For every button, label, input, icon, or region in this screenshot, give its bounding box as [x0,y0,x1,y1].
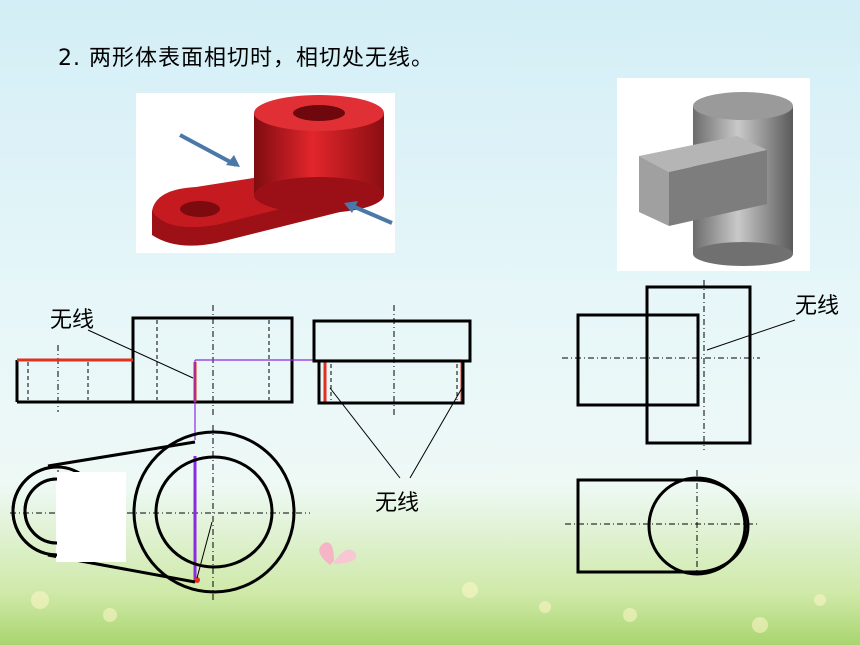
label-no-line-middle: 无线 [375,491,420,516]
projection-lines [193,359,462,582]
label-no-line-right: 无线 [795,294,840,319]
gray-model-image [617,78,810,271]
red-model-image [136,93,395,253]
slide-title: 2. 两形体表面相切时，相切处无线。 [58,46,434,71]
front-view-right [576,285,752,445]
side-view-middle [312,319,472,405]
butterfly-icon [319,542,357,565]
top-view-right [576,476,750,576]
top-view-left [11,430,296,594]
label-no-line-left: 无线 [50,308,95,333]
